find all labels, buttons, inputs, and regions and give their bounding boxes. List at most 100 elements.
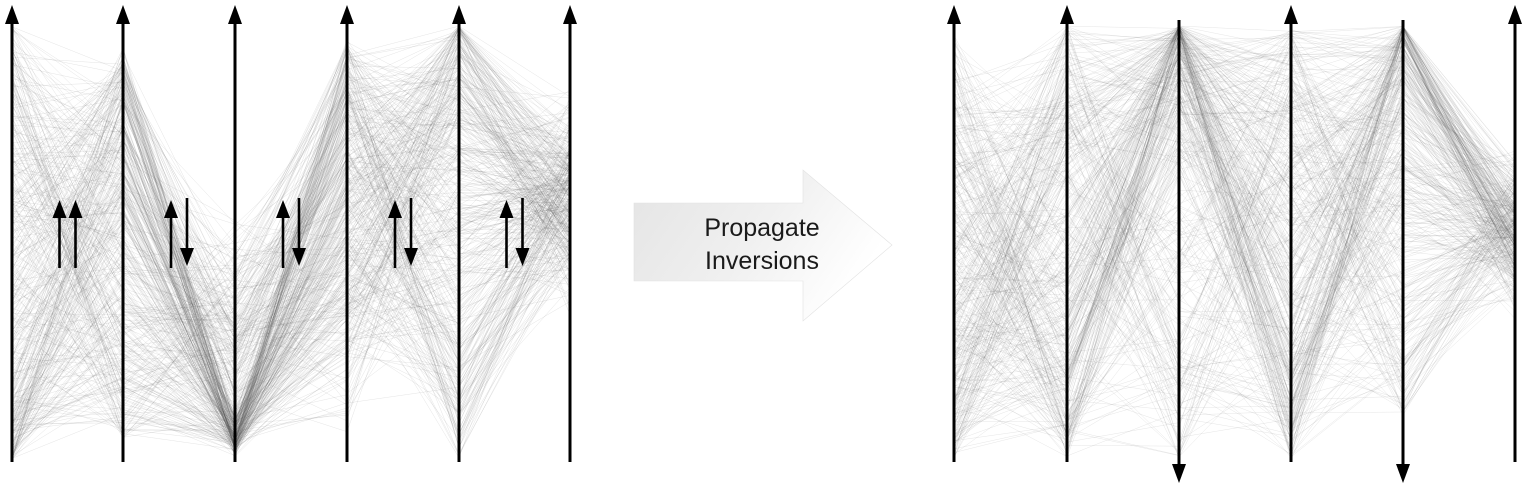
- polyline: [953, 45, 1516, 375]
- polyline: [953, 28, 1516, 312]
- polyline: [953, 48, 1516, 461]
- polyline: [11, 69, 571, 448]
- polyline: [11, 72, 571, 257]
- polyline: [953, 30, 1516, 341]
- polyline: [11, 61, 571, 396]
- polyline: [11, 151, 571, 444]
- pair-indicator-1-right-icon: [68, 200, 83, 268]
- polyline: [953, 34, 1516, 307]
- pair-indicator-4-left-icon: [388, 200, 402, 268]
- polyline: [11, 70, 571, 385]
- polyline: [11, 48, 571, 432]
- polyline: [11, 26, 571, 350]
- polyline: [11, 107, 571, 305]
- polyline: [11, 100, 571, 410]
- polyline: [11, 148, 571, 405]
- polyline: [11, 97, 571, 443]
- polyline: [953, 78, 1516, 383]
- polyline: [953, 25, 1516, 409]
- polyline: [953, 37, 1516, 459]
- polyline: [953, 95, 1516, 369]
- polyline: [11, 123, 571, 426]
- polyline: [11, 177, 571, 440]
- polyline: [953, 32, 1516, 278]
- polyline: [953, 75, 1516, 443]
- polyline: [953, 25, 1516, 381]
- polyline: [11, 72, 571, 450]
- polyline: [953, 33, 1516, 269]
- polyline: [953, 25, 1516, 359]
- polyline: [11, 59, 571, 393]
- polyline: [953, 26, 1516, 443]
- polyline: [953, 30, 1516, 421]
- polyline: [953, 106, 1516, 416]
- pair-indicator-3-left-icon: [276, 200, 290, 268]
- polyline: [953, 65, 1516, 346]
- polyline: [11, 109, 571, 444]
- polyline: [953, 31, 1516, 349]
- polyline: [11, 169, 571, 445]
- polyline: [953, 32, 1516, 398]
- polyline: [11, 26, 571, 334]
- polyline: [11, 61, 571, 439]
- polyline: [953, 83, 1516, 456]
- polyline: [11, 172, 571, 412]
- polyline: [11, 56, 571, 441]
- polyline: [11, 128, 571, 443]
- polyline: [953, 25, 1516, 411]
- polyline: [953, 148, 1516, 373]
- polyline: [11, 150, 571, 342]
- polyline: [953, 25, 1516, 382]
- polyline: [953, 31, 1516, 410]
- polyline: [11, 194, 571, 430]
- polyline: [11, 111, 571, 438]
- polyline: [953, 39, 1516, 414]
- polyline: [953, 67, 1516, 353]
- polyline: [11, 191, 571, 342]
- polyline: [953, 158, 1516, 439]
- polyline: [953, 27, 1516, 309]
- polyline: [11, 77, 571, 339]
- polyline: [953, 35, 1516, 457]
- polyline: [11, 112, 571, 413]
- polyline: [11, 25, 571, 450]
- polyline: [953, 25, 1516, 297]
- polyline: [953, 35, 1516, 370]
- polyline: [953, 39, 1516, 380]
- polyline: [11, 190, 571, 454]
- polyline: [953, 60, 1516, 350]
- polyline: [11, 31, 571, 449]
- left-axis-4: [340, 5, 354, 462]
- polyline: [11, 164, 571, 448]
- polyline: [953, 58, 1516, 415]
- polyline: [953, 91, 1516, 362]
- polyline: [953, 101, 1516, 445]
- polyline: [11, 30, 571, 460]
- left-plot-axes: [5, 5, 577, 462]
- polyline: [953, 124, 1516, 457]
- polyline: [11, 102, 571, 440]
- polyline: [953, 106, 1516, 425]
- polyline: [953, 151, 1516, 305]
- polyline: [953, 49, 1516, 392]
- polyline: [953, 57, 1516, 428]
- indicator-down-head: [292, 248, 306, 266]
- polyline: [11, 115, 571, 449]
- polyline: [953, 53, 1516, 402]
- polyline: [953, 33, 1516, 406]
- polyline: [11, 50, 571, 432]
- polyline: [11, 59, 571, 443]
- pair-indicator-3-right-icon: [292, 198, 306, 266]
- polyline: [11, 125, 571, 424]
- polyline: [953, 30, 1516, 222]
- polyline: [953, 46, 1516, 368]
- polyline: [953, 74, 1516, 381]
- polyline: [953, 126, 1516, 373]
- polyline: [11, 76, 571, 431]
- polyline: [11, 157, 571, 455]
- polyline: [11, 48, 571, 430]
- polyline: [11, 95, 571, 448]
- polyline: [11, 137, 571, 451]
- polyline: [953, 112, 1516, 360]
- polyline: [953, 47, 1516, 381]
